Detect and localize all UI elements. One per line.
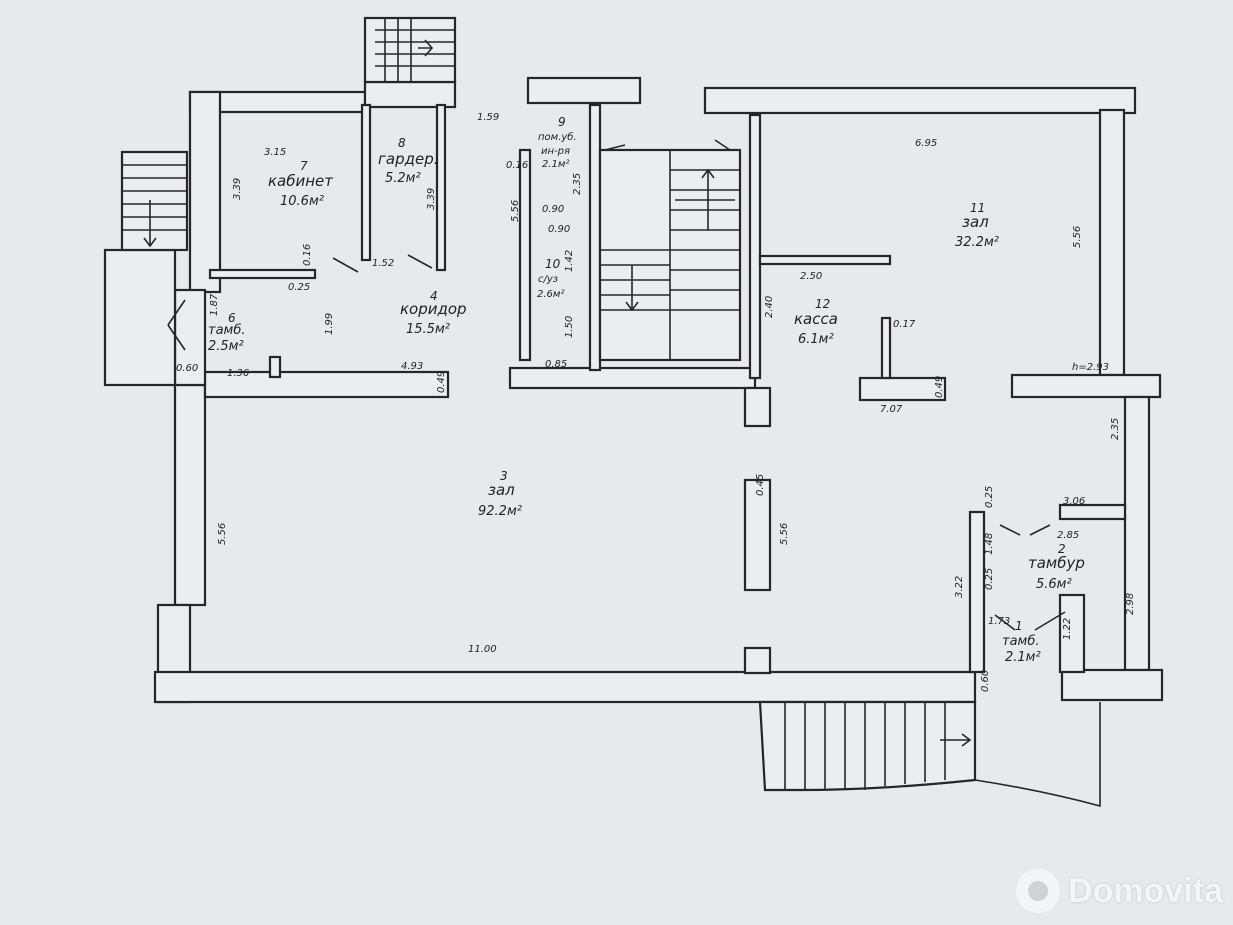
room-9-number: 9 — [558, 115, 566, 129]
room-2-area: 5.6м² — [1036, 577, 1072, 592]
dimension: 3.06 — [1063, 496, 1085, 507]
room-8-number: 8 — [398, 136, 406, 150]
dimension: 1.73 — [988, 616, 1010, 627]
dimension: 0.49 — [436, 371, 447, 393]
room-11-number: 11 — [970, 201, 985, 215]
dimension: 0.90 — [542, 204, 564, 215]
room-9-area: 2.1м² — [542, 159, 569, 170]
dimension: 0.49 — [934, 376, 945, 398]
dimension: 0.45 — [755, 474, 766, 496]
dimension: 1.22 — [1062, 618, 1073, 640]
room-6-area: 2.5м² — [208, 339, 244, 354]
dimension: 1.50 — [564, 316, 575, 338]
room-7-number: 7 — [300, 159, 308, 173]
dimension: 5.56 — [510, 200, 521, 222]
room-3-area: 92.2м² — [478, 504, 522, 519]
dimension: 1.52 — [372, 258, 394, 269]
dimension: 3.39 — [232, 178, 243, 200]
room-10-area: 2.6м² — [537, 289, 564, 300]
dimension: 3.22 — [954, 576, 965, 598]
dimension: 0.60 — [176, 363, 198, 374]
room-12-number: 12 — [815, 297, 830, 311]
dimension: 6.95 — [915, 138, 937, 149]
room-4-area: 15.5м² — [406, 322, 450, 337]
room-2-name: тамбур — [1028, 554, 1085, 572]
logo-icon — [1016, 869, 1061, 913]
dimension: 1.99 — [324, 313, 335, 335]
room-4-name: коридор — [400, 300, 467, 318]
dimension: 0.25 — [288, 282, 310, 293]
dimension: 4.93 — [401, 361, 423, 372]
dimension: 5.56 — [217, 523, 228, 545]
dimension: 0.17 — [893, 319, 916, 330]
doors — [167, 139, 1066, 631]
room-11-name: зал — [962, 213, 989, 231]
dimension: 3.15 — [264, 147, 286, 158]
walls — [103, 76, 1164, 704]
watermark-text: Domovita — [1068, 871, 1223, 910]
room-6-number: 6 — [228, 311, 236, 325]
dimension: 2.50 — [800, 271, 822, 282]
dimension: 1.59 — [477, 112, 499, 123]
dimension: 3.39 — [426, 188, 437, 210]
room-1-number: 1 — [1015, 619, 1023, 633]
room-9-name: пом.уб. — [538, 131, 577, 143]
dimension: 0.16 — [506, 160, 528, 171]
dimension-labels: 3.15 3.39 3.39 1.59 0.16 5.56 2.35 0.90 … — [176, 112, 1136, 692]
dimension: 5.56 — [1072, 226, 1083, 248]
dimension: 2.98 — [1125, 593, 1136, 615]
dimension: 1.42 — [564, 250, 575, 272]
dimension: 2.35 — [1110, 418, 1121, 440]
room-7-name: кабинет — [268, 172, 334, 190]
dimension: 7.07 — [880, 404, 903, 415]
room-8-area: 5.2м² — [385, 171, 421, 186]
room-8-name: гардер. — [378, 150, 438, 168]
dimension: 11.00 — [468, 644, 497, 655]
room-10-number: 10 — [545, 257, 561, 271]
room-10-name: с/уз — [538, 274, 558, 285]
room-labels: 1 тамб. 2.1м² 2 тамбур 5.6м² 3 зал 92.2м… — [208, 115, 1085, 665]
dimension: h=2.93 — [1072, 362, 1109, 373]
watermark-logo: Domovita — [1016, 869, 1223, 913]
dimension: 0.90 — [548, 224, 570, 235]
room-12-name: касса — [794, 310, 838, 328]
dimension: 2.35 — [572, 173, 583, 195]
dimension: 0.25 — [984, 568, 995, 590]
room-7-area: 10.6м² — [280, 194, 324, 209]
room-12-area: 6.1м² — [798, 332, 834, 347]
room-3-name: зал — [488, 481, 515, 499]
room-1-name: тамб. — [1002, 634, 1040, 649]
room-9-name2: ин-ря — [541, 146, 570, 157]
room-11-area: 32.2м² — [955, 235, 999, 250]
dimension: 2.40 — [764, 296, 775, 318]
dimension: 0.16 — [302, 244, 313, 266]
room-3-number: 3 — [500, 469, 508, 483]
stairs — [120, 16, 1101, 808]
dimension: 1.87 — [209, 293, 220, 316]
dimension: 1.36 — [227, 368, 249, 379]
room-1-area: 2.1м² — [1005, 650, 1041, 665]
dimension: 2.85 — [1057, 530, 1079, 541]
room-6-name: тамб. — [208, 323, 246, 338]
dimension: 5.56 — [779, 523, 790, 545]
dimension: 0.60 — [980, 670, 991, 692]
dimension: 0.85 — [545, 359, 567, 370]
room-2-number: 2 — [1058, 542, 1066, 556]
dimension: 1.48 — [984, 533, 995, 555]
room-4-number: 4 — [430, 289, 438, 303]
dimension: 0.25 — [984, 486, 995, 508]
